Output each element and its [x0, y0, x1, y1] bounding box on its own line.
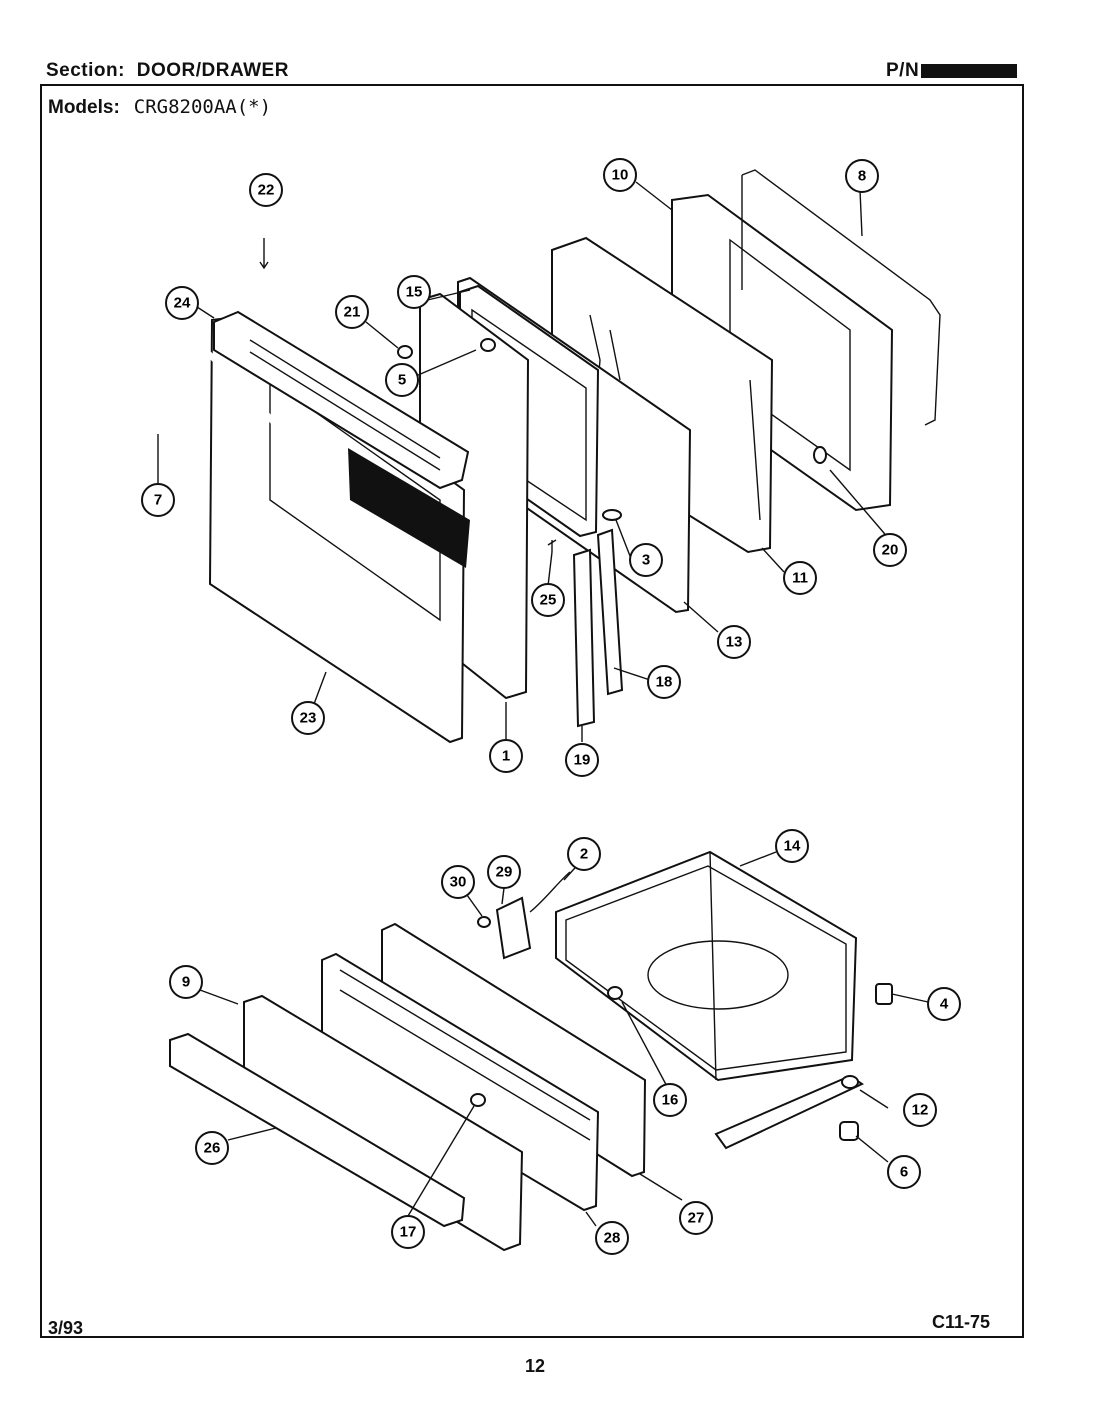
door-top-vent-24 — [213, 310, 470, 490]
callout-7: 7 — [141, 483, 175, 517]
door-gasket-8 — [741, 169, 941, 426]
section-value: DOOR/DRAWER — [136, 60, 289, 81]
svg-text:12: 12 — [912, 1102, 929, 1119]
svg-text:23: 23 — [300, 710, 317, 727]
svg-text:24: 24 — [174, 295, 191, 312]
drawer-box-14 — [555, 850, 858, 1082]
svg-text:28: 28 — [604, 1230, 621, 1247]
small-parts-upper — [259, 238, 827, 552]
callout-22: 22 — [249, 173, 283, 207]
svg-text:9: 9 — [182, 974, 190, 991]
callout-29: 29 — [487, 855, 521, 889]
callout-13: 13 — [717, 625, 751, 659]
callout-28: 28 — [595, 1221, 629, 1255]
callout-16: 16 — [653, 1083, 687, 1117]
svg-text:10: 10 — [612, 167, 629, 184]
hinge-channel-19 — [572, 548, 596, 728]
svg-text:29: 29 — [496, 864, 513, 881]
callout-25: 25 — [531, 583, 565, 617]
callout-23: 23 — [291, 701, 325, 735]
svg-text:3: 3 — [642, 552, 650, 569]
svg-text:7: 7 — [154, 492, 162, 509]
svg-text:2: 2 — [580, 846, 588, 863]
part-number-label: P/N — [886, 60, 920, 81]
callout-15: 15 — [397, 275, 431, 309]
callout-4: 4 — [927, 987, 961, 1021]
callout-5: 5 — [385, 363, 419, 397]
page-number: 12 — [525, 1356, 546, 1376]
svg-text:11: 11 — [792, 570, 808, 587]
callout-24: 24 — [165, 286, 199, 320]
svg-text:27: 27 — [688, 1210, 705, 1227]
drawer-small-parts — [470, 871, 893, 1141]
part-number: P/N — [886, 60, 1018, 82]
door-window-dark-area — [348, 448, 470, 568]
callout-14: 14 — [775, 829, 809, 863]
svg-text:15: 15 — [406, 284, 423, 301]
svg-text:6: 6 — [900, 1164, 908, 1181]
svg-text:21: 21 — [344, 304, 361, 321]
svg-text:30: 30 — [450, 874, 467, 891]
callout-9: 9 — [169, 965, 203, 999]
leader-lines — [157, 181, 929, 1227]
diagram-code: C11-75 — [932, 1312, 991, 1332]
redacted-part-number — [921, 63, 1018, 78]
section-label: Section: — [46, 60, 125, 81]
revision-date: 3/93 — [48, 1318, 84, 1338]
callout-1: 1 — [489, 739, 523, 773]
callout-6: 6 — [887, 1155, 921, 1189]
svg-text:18: 18 — [656, 674, 673, 691]
svg-text:13: 13 — [726, 634, 743, 651]
diagram-frame — [40, 84, 1024, 1338]
callout-19: 19 — [565, 743, 599, 777]
svg-text:8: 8 — [858, 168, 866, 185]
svg-text:25: 25 — [540, 592, 557, 609]
callout-30: 30 — [441, 865, 475, 899]
models-label: Models: — [48, 97, 120, 118]
callout-17: 17 — [391, 1215, 425, 1249]
svg-text:5: 5 — [398, 372, 406, 389]
models-line: Models: CRG8200AA(*) — [48, 96, 271, 119]
svg-text:1: 1 — [502, 748, 510, 765]
svg-text:22: 22 — [258, 182, 275, 199]
callout-8: 8 — [845, 159, 879, 193]
svg-text:20: 20 — [882, 542, 899, 559]
callout-20: 20 — [873, 533, 907, 567]
callout-3: 3 — [629, 543, 663, 577]
callout-12: 12 — [903, 1093, 937, 1127]
svg-text:16: 16 — [662, 1092, 679, 1109]
callout-10: 10 — [603, 158, 637, 192]
models-value: CRG8200AA(*) — [133, 96, 272, 118]
callout-11: 11 — [783, 561, 817, 595]
drawer-rail-12 — [714, 1074, 865, 1150]
svg-text:19: 19 — [574, 752, 591, 769]
callout-18: 18 — [647, 665, 681, 699]
svg-text:4: 4 — [940, 996, 949, 1013]
callout-2: 2 — [567, 837, 601, 871]
hinge-channel-18 — [596, 528, 624, 696]
section-title: Section: DOOR/DRAWER — [46, 60, 289, 82]
svg-text:26: 26 — [204, 1140, 221, 1157]
svg-text:17: 17 — [400, 1224, 417, 1241]
callout-26: 26 — [195, 1131, 229, 1165]
drawer-trim-26 — [169, 1032, 466, 1228]
svg-text:14: 14 — [784, 838, 801, 855]
door-handle-7 — [115, 293, 345, 518]
callout-27: 27 — [679, 1201, 713, 1235]
callout-21: 21 — [335, 295, 369, 329]
